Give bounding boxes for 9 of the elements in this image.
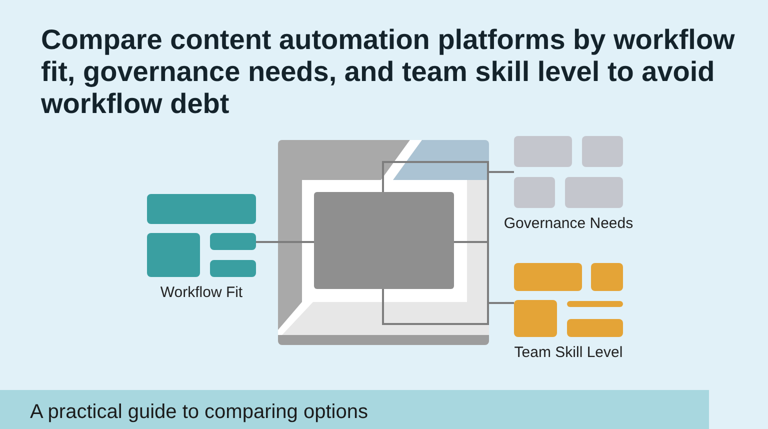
node-label: Governance Needs xyxy=(504,215,634,233)
title: Compare content automation platforms by workflow fit, governance needs, and team skill level to avoid workflow debt xyxy=(41,24,736,120)
connector-line xyxy=(489,171,514,173)
screen-frame-illustration xyxy=(278,140,489,345)
connector-line xyxy=(256,241,278,243)
connector-line xyxy=(489,302,514,304)
node-label: Workflow Fit xyxy=(160,284,243,302)
node-label: Team Skill Level xyxy=(514,344,623,362)
caption: A practical guide to comparing options xyxy=(30,400,368,424)
